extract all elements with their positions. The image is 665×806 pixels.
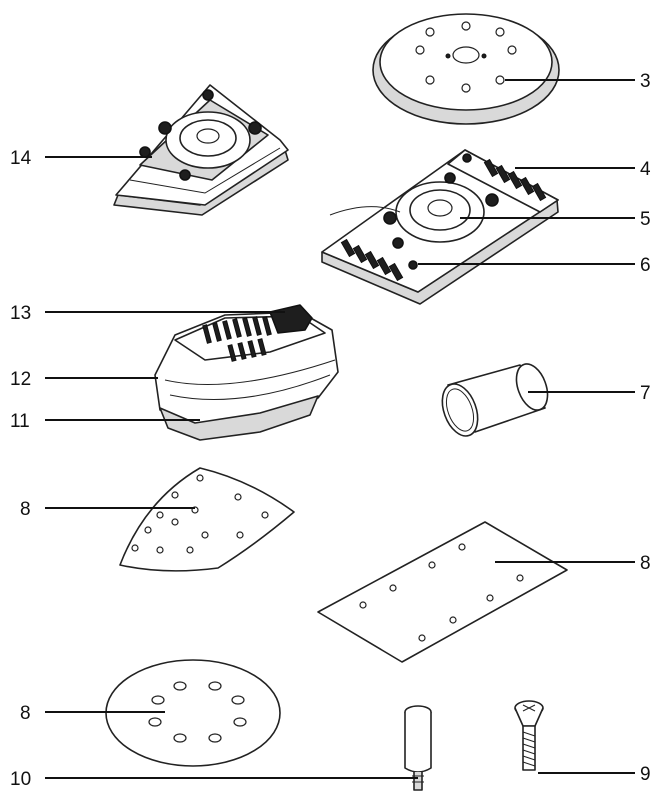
leader-lines <box>45 79 635 779</box>
callout-label-8-round: 8 <box>20 703 31 724</box>
round-sanding-sheet <box>105 659 281 767</box>
callout-label-3: 3 <box>640 71 651 92</box>
callout-label-14: 14 <box>10 148 32 169</box>
rectangular-sanding-sheet <box>317 521 568 663</box>
screw <box>514 700 544 771</box>
motor-housing <box>154 304 339 441</box>
round-sanding-pad <box>372 13 560 125</box>
callout-label-5: 5 <box>640 209 651 230</box>
triangular-sanding-sheet <box>119 467 295 572</box>
callout-label-8-rectangle: 8 <box>640 553 651 574</box>
delta-sanding-base <box>113 84 289 216</box>
callout-label-8-triangle: 8 <box>20 499 31 520</box>
callout-label-11: 11 <box>10 411 30 432</box>
vent-slots-bottom <box>340 238 404 282</box>
release-button-icon <box>269 304 313 334</box>
spacer-pin <box>404 705 432 791</box>
callout-label-9: 9 <box>640 764 651 785</box>
callout-label-12: 12 <box>10 369 31 390</box>
callout-label-6: 6 <box>640 255 651 276</box>
vent-slots-top <box>483 158 547 202</box>
rectangular-sanding-base <box>321 149 559 305</box>
callout-label-13: 13 <box>10 303 31 324</box>
sanding-sleeve <box>441 363 549 437</box>
callout-label-4: 4 <box>640 159 651 180</box>
callout-label-10: 10 <box>10 769 31 790</box>
callout-label-7: 7 <box>640 383 651 404</box>
callout-numbers: 3 4 5 6 7 8 8 8 9 10 11 12 13 14 <box>10 71 651 790</box>
housing-vent-grille <box>202 316 272 362</box>
